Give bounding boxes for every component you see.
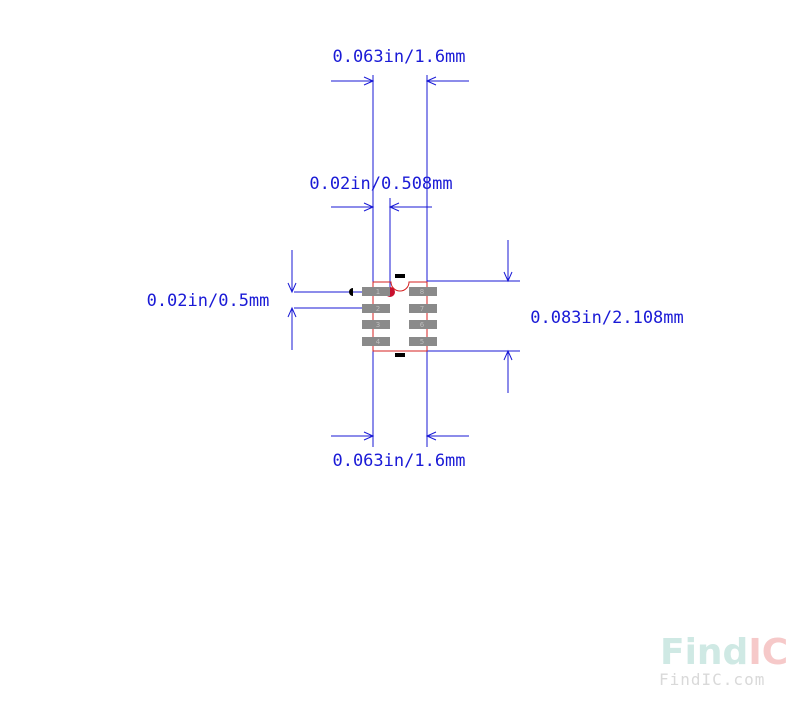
dimension-top-width [331, 76, 469, 86]
body-mark-bottom [395, 353, 405, 357]
pin-numbers: 1 2 3 4 8 7 6 5 [376, 288, 425, 346]
pin-number: 5 [420, 338, 424, 346]
pad [362, 304, 390, 313]
pads-left [362, 287, 390, 346]
pad [362, 287, 390, 296]
pad [409, 337, 437, 346]
pin-number: 6 [420, 321, 425, 329]
pad [362, 320, 390, 329]
pads-right [409, 287, 437, 346]
body-mark-top [395, 274, 405, 278]
dimension-pad-spacing [287, 250, 297, 350]
dimension-label-pin-pitch: 0.02in/0.508mm [309, 174, 452, 194]
dimension-label-bottom-width: 0.063in/1.6mm [332, 451, 465, 471]
dimension-pin-pitch [331, 202, 432, 212]
watermark-url: FindIC.com [659, 670, 765, 689]
pin-number: 1 [376, 288, 380, 296]
dimension-body-height [503, 240, 513, 393]
pin-number: 7 [420, 305, 424, 313]
pin-number: 8 [420, 288, 424, 296]
dimension-label-top-width: 0.063in/1.6mm [332, 47, 465, 67]
watermark-ic: IC [748, 632, 788, 673]
pad [362, 337, 390, 346]
pad [409, 287, 437, 296]
pad [409, 304, 437, 313]
pin-number: 2 [376, 305, 380, 313]
pin1-half-circle-icon [349, 288, 353, 296]
watermark-logo: FindIC FindIC.com [659, 632, 788, 689]
watermark-find: Find [660, 632, 748, 673]
dimension-label-pad-spacing: 0.02in/0.5mm [147, 291, 270, 311]
pin-number: 3 [376, 321, 380, 329]
pin-number: 4 [376, 338, 381, 346]
extension-lines [294, 75, 520, 447]
pad [409, 320, 437, 329]
dimension-bottom-width [331, 431, 469, 441]
dimension-label-body-height: 0.083in/2.108mm [530, 308, 684, 328]
component-outline [372, 281, 428, 352]
svg-text:FindIC: FindIC [660, 632, 788, 673]
